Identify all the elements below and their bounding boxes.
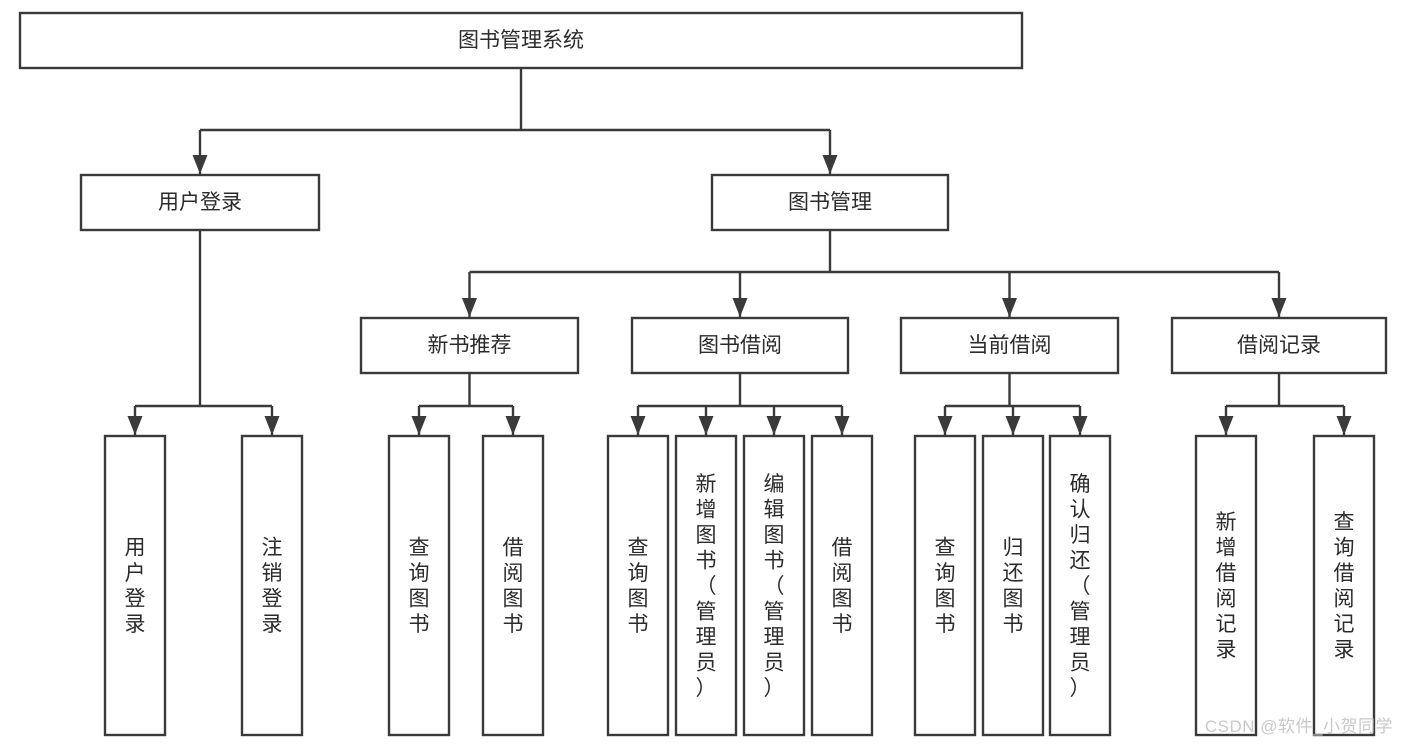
arrow-head-icon bbox=[1002, 298, 1017, 317]
node-box bbox=[710, 173, 950, 232]
arrow-head-icon bbox=[822, 155, 838, 174]
node-box bbox=[103, 434, 167, 737]
node-layer: 图书管理系统用户登录图书管理新书推荐图书借阅当前借阅借阅记录用户登录注销登录查询… bbox=[18, 11, 1388, 737]
arrow-head-icon bbox=[411, 416, 427, 435]
arrow-head-icon bbox=[462, 298, 477, 317]
node-leaf-编辑图书管理员[interactable]: 编辑图书（管理员） bbox=[742, 434, 806, 737]
node-box bbox=[1048, 434, 1112, 737]
node-label-vertical: 查询图书 bbox=[935, 537, 956, 637]
node-label: 当前借阅 bbox=[968, 334, 1052, 357]
node-l2-用户登录[interactable]: 用户登录 bbox=[79, 173, 321, 232]
node-leaf-用户登录[interactable]: 用户登录 bbox=[103, 434, 167, 737]
node-label-vertical: 新增借阅记录 bbox=[1216, 511, 1237, 662]
arrow-head-icon bbox=[937, 416, 953, 435]
node-label-vertical: 确认归还（管理员） bbox=[1070, 473, 1091, 700]
connector-group bbox=[192, 68, 838, 174]
connector-group bbox=[630, 373, 850, 435]
arrow-head-icon bbox=[1271, 298, 1287, 317]
node-box bbox=[481, 434, 545, 737]
node-l2-图书管理[interactable]: 图书管理 bbox=[710, 173, 950, 232]
node-leaf-注销登录[interactable]: 注销登录 bbox=[240, 434, 304, 737]
connector-group bbox=[127, 230, 280, 435]
node-box bbox=[387, 434, 451, 737]
node-leaf-借阅图书[interactable]: 借阅图书 bbox=[481, 434, 545, 737]
node-label-vertical: 查询图书 bbox=[409, 537, 430, 637]
node-label-vertical: 归还图书 bbox=[1003, 537, 1024, 637]
node-leaf-查询图书[interactable]: 查询图书 bbox=[913, 434, 977, 737]
arrow-head-icon bbox=[505, 416, 521, 435]
node-box bbox=[913, 434, 977, 737]
node-label: 图书管理 bbox=[788, 191, 872, 214]
arrow-head-icon bbox=[264, 416, 280, 435]
node-box bbox=[674, 434, 738, 737]
arrow-head-icon bbox=[1072, 416, 1088, 435]
node-label: 图书借阅 bbox=[698, 334, 782, 357]
node-l3-当前借阅[interactable]: 当前借阅 bbox=[899, 316, 1120, 375]
node-leaf-新增借阅记录[interactable]: 新增借阅记录 bbox=[1194, 434, 1258, 737]
arrow-head-icon bbox=[1336, 416, 1352, 435]
node-box bbox=[18, 11, 1024, 70]
connector-group bbox=[937, 373, 1088, 435]
arrow-head-icon bbox=[732, 298, 748, 317]
node-box bbox=[240, 434, 304, 737]
connector-group bbox=[1218, 373, 1352, 435]
arrow-head-icon bbox=[1005, 416, 1021, 435]
node-l3-新书推荐[interactable]: 新书推荐 bbox=[359, 316, 580, 375]
node-leaf-确认归还管理员[interactable]: 确认归还（管理员） bbox=[1048, 434, 1112, 737]
node-label-vertical: 编辑图书（管理员） bbox=[764, 473, 785, 700]
node-label-vertical: 注销登录 bbox=[262, 537, 283, 637]
node-box bbox=[1170, 316, 1388, 375]
arrow-head-icon bbox=[834, 416, 850, 435]
arrow-head-icon bbox=[192, 155, 208, 174]
node-label-vertical: 查询借阅记录 bbox=[1334, 511, 1355, 662]
node-label: 用户登录 bbox=[158, 191, 242, 214]
node-label-vertical: 借阅图书 bbox=[832, 537, 853, 637]
arrow-head-icon bbox=[630, 416, 646, 435]
node-root-图书管理系统[interactable]: 图书管理系统 bbox=[18, 11, 1024, 70]
connector-group bbox=[462, 230, 1287, 317]
connector-layer bbox=[127, 68, 1352, 435]
node-label-vertical: 借阅图书 bbox=[503, 537, 524, 637]
node-leaf-查询图书[interactable]: 查询图书 bbox=[606, 434, 670, 737]
node-l3-图书借阅[interactable]: 图书借阅 bbox=[630, 316, 850, 375]
node-leaf-新增图书管理员[interactable]: 新增图书（管理员） bbox=[674, 434, 738, 737]
arrow-head-icon bbox=[1218, 416, 1234, 435]
node-box bbox=[359, 316, 580, 375]
node-box bbox=[981, 434, 1045, 737]
node-label-vertical: 用户登录 bbox=[125, 537, 146, 637]
arrow-head-icon bbox=[127, 416, 143, 435]
node-leaf-借阅图书[interactable]: 借阅图书 bbox=[810, 434, 874, 737]
node-box bbox=[79, 173, 321, 232]
node-label: 新书推荐 bbox=[428, 334, 512, 357]
node-leaf-查询借阅记录[interactable]: 查询借阅记录 bbox=[1312, 434, 1376, 737]
node-leaf-归还图书[interactable]: 归还图书 bbox=[981, 434, 1045, 737]
node-label: 图书管理系统 bbox=[458, 29, 584, 52]
connector-group bbox=[411, 373, 521, 435]
node-box bbox=[810, 434, 874, 737]
node-box bbox=[1312, 434, 1376, 737]
node-box bbox=[1194, 434, 1258, 737]
arrow-head-icon bbox=[698, 416, 714, 435]
node-box bbox=[606, 434, 670, 737]
node-label-vertical: 查询图书 bbox=[628, 537, 649, 637]
node-label-vertical: 新增图书（管理员） bbox=[696, 473, 717, 700]
node-box bbox=[630, 316, 850, 375]
node-label: 借阅记录 bbox=[1237, 334, 1321, 357]
node-l3-借阅记录[interactable]: 借阅记录 bbox=[1170, 316, 1388, 375]
arrow-head-icon bbox=[766, 416, 782, 435]
node-box bbox=[899, 316, 1120, 375]
node-leaf-查询图书[interactable]: 查询图书 bbox=[387, 434, 451, 737]
node-box bbox=[742, 434, 806, 737]
